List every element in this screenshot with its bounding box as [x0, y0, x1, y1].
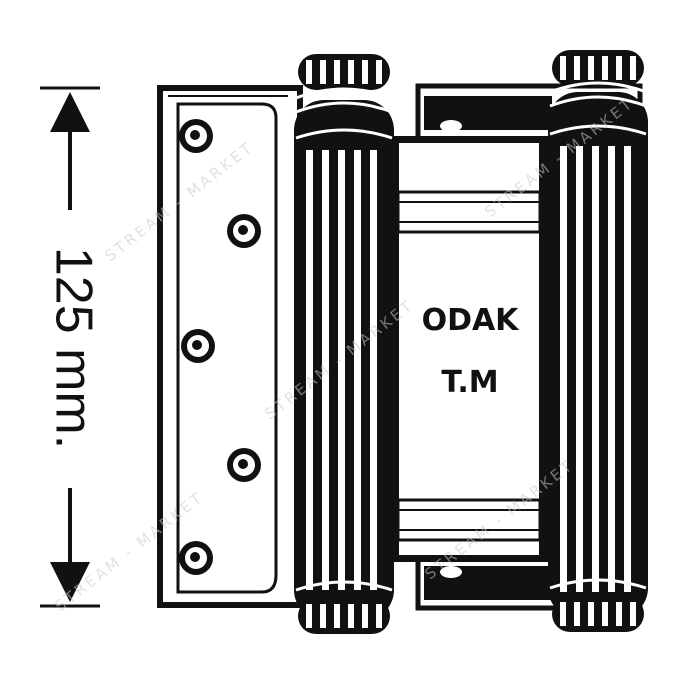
trademark-label: T.M	[441, 365, 498, 400]
right-hinge-barrel	[548, 50, 648, 632]
screw-icon	[227, 214, 261, 248]
left-hinge-barrel	[294, 54, 394, 634]
screw-group	[179, 119, 261, 575]
right-barrel-flutes	[560, 146, 631, 592]
left-barrel-flutes	[306, 150, 377, 590]
dimension-indicator: 125 mm.	[40, 86, 102, 608]
arrow-up-icon	[50, 92, 90, 132]
screw-icon	[179, 541, 213, 575]
center-spring-plate: ODAK T.M	[388, 136, 548, 562]
dimension-label: 125 mm.	[44, 247, 102, 449]
screw-icon	[179, 119, 213, 153]
brand-label: ODAK	[422, 303, 521, 338]
screw-icon	[227, 448, 261, 482]
screw-icon	[181, 329, 215, 363]
arrow-down-icon	[50, 562, 90, 602]
